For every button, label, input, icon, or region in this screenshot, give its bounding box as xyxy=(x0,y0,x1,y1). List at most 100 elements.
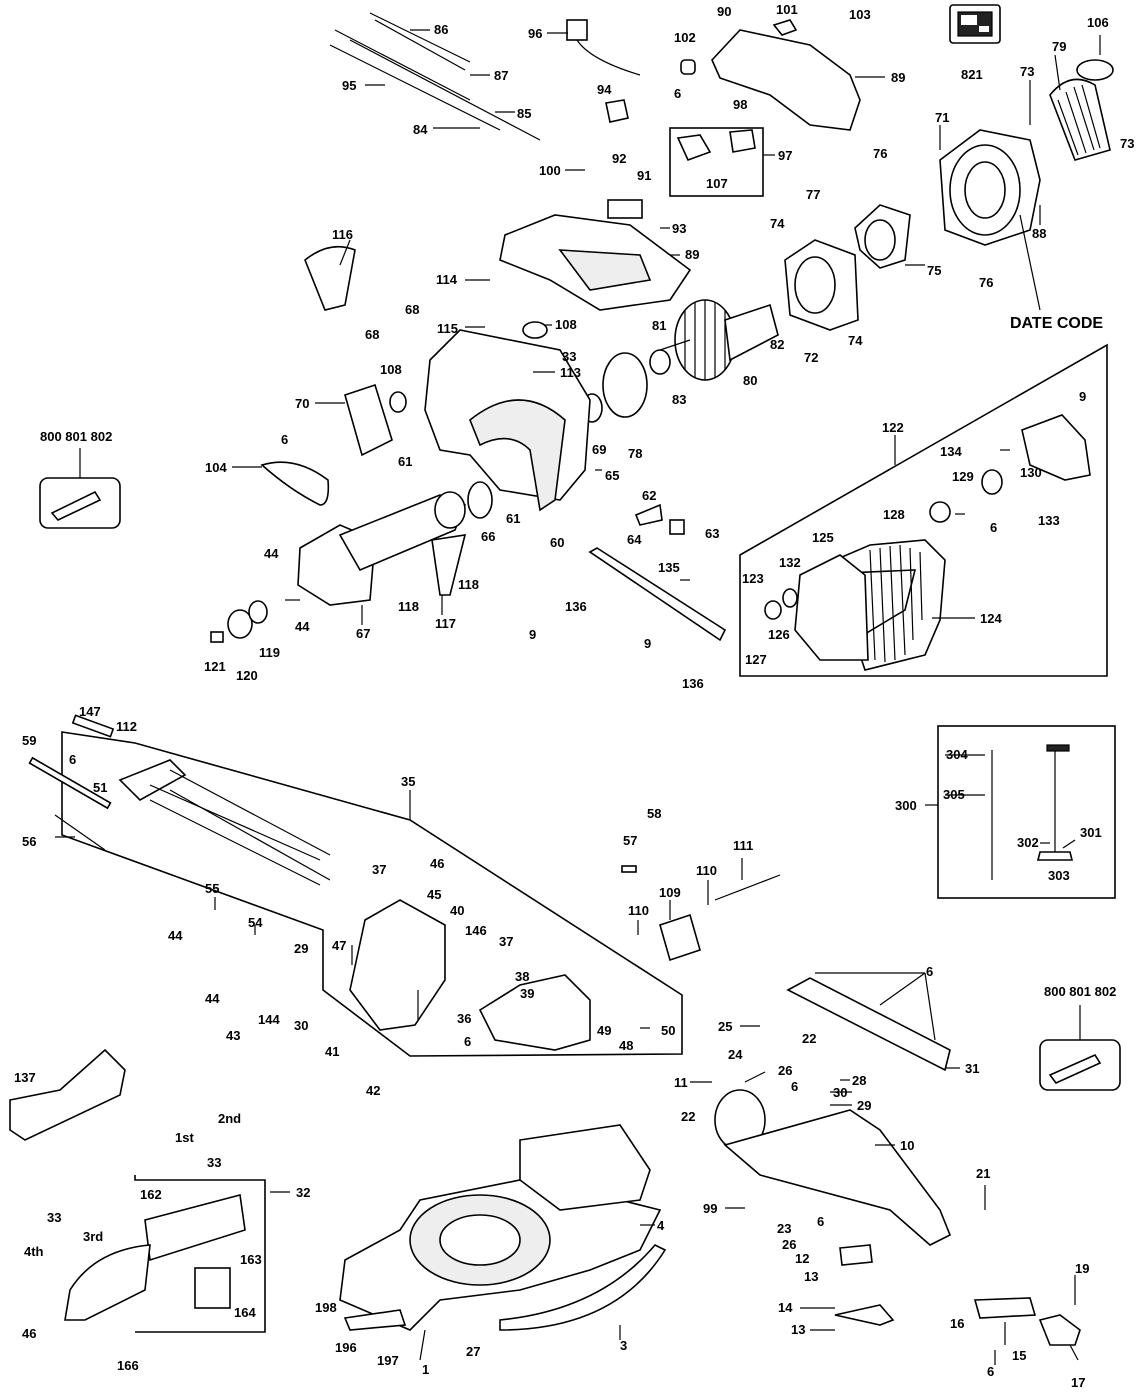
callout-198: 198 xyxy=(315,1300,337,1315)
cable-wires xyxy=(329,12,541,141)
callout-28: 28 xyxy=(852,1073,866,1088)
callout-13a: 13 xyxy=(804,1269,818,1284)
handle-housing-89 xyxy=(499,214,692,311)
callout-47: 47 xyxy=(332,938,346,953)
callout-78: 78 xyxy=(628,446,642,461)
callout-46b: 46 xyxy=(22,1326,36,1341)
callout-62: 62 xyxy=(642,488,656,503)
callout-119: 119 xyxy=(259,645,280,660)
callout-6a: 6 xyxy=(674,86,681,101)
callout-40: 40 xyxy=(450,903,464,918)
callout-126: 126 xyxy=(768,627,790,642)
accessory-right-icon xyxy=(1039,1039,1121,1091)
callout-38: 38 xyxy=(515,969,529,984)
callout-6e: 6 xyxy=(926,964,933,979)
callout-42: 42 xyxy=(366,1083,380,1098)
callout-67: 67 xyxy=(356,626,370,641)
armature-80 xyxy=(659,299,779,381)
callout-90: 90 xyxy=(717,4,731,19)
callout-26a: 26 xyxy=(778,1063,792,1078)
callout-114: 114 xyxy=(436,272,458,287)
callout-95: 95 xyxy=(342,78,356,93)
callout-91: 91 xyxy=(637,168,651,183)
callout-92: 92 xyxy=(612,151,626,166)
rod-147 xyxy=(71,714,115,738)
callout-109: 109 xyxy=(659,885,681,900)
callout-50: 50 xyxy=(661,1023,675,1038)
callout-107: 107 xyxy=(706,176,728,191)
callout-6g: 6 xyxy=(791,1079,798,1094)
callout-22b: 22 xyxy=(681,1109,695,1124)
callout-30a: 30 xyxy=(294,1018,308,1033)
callout-6d: 6 xyxy=(69,752,76,767)
callout-3: 3 xyxy=(620,1338,627,1353)
switch-plate-107 xyxy=(729,129,756,153)
lever-14 xyxy=(834,1304,895,1326)
callout-9c: 9 xyxy=(644,636,651,651)
flange-120 xyxy=(227,609,253,639)
callout-61b: 61 xyxy=(506,511,520,526)
accessory-left-icon xyxy=(39,477,121,529)
callout-136a: 136 xyxy=(565,599,587,614)
callout-25: 25 xyxy=(718,1019,732,1034)
callout-29b: 29 xyxy=(857,1098,871,1113)
callout-74b: 74 xyxy=(848,333,863,348)
callout-58: 58 xyxy=(647,806,661,821)
cover-knob xyxy=(772,19,798,36)
callout-23: 23 xyxy=(777,1221,791,1236)
callout-33b: 33 xyxy=(207,1155,221,1170)
callout-146: 146 xyxy=(465,923,487,938)
callout-79: 79 xyxy=(1052,39,1066,54)
callout-22a: 22 xyxy=(802,1031,816,1046)
callout-75: 75 xyxy=(927,263,941,278)
pin-57 xyxy=(621,865,637,873)
callout-4th: 4th xyxy=(24,1244,44,1259)
callout-72: 72 xyxy=(804,350,818,365)
callout-6c: 6 xyxy=(990,520,997,535)
knob-63 xyxy=(669,519,685,535)
callout-196: 196 xyxy=(335,1340,357,1355)
washer-119 xyxy=(248,600,268,624)
callout-73b: 73 xyxy=(1120,136,1134,151)
bracket-15 xyxy=(973,1297,1037,1319)
callout-116: 116 xyxy=(332,227,353,242)
callout-33a: 33 xyxy=(562,349,576,364)
wrench-135 xyxy=(588,547,727,642)
bracket-117 xyxy=(431,534,467,596)
switch-91 xyxy=(607,199,643,219)
callout-9a: 9 xyxy=(1079,389,1086,404)
spring-109 xyxy=(659,913,701,962)
washer-108b xyxy=(522,321,548,339)
callout-147: 147 xyxy=(79,704,101,719)
shaft-111 xyxy=(714,874,781,901)
callout-2nd: 2nd xyxy=(218,1111,241,1126)
handle-17 xyxy=(1038,1314,1081,1346)
callout-76b: 76 xyxy=(979,275,993,290)
callout-83: 83 xyxy=(672,392,686,407)
callout-87: 87 xyxy=(494,68,508,83)
callout-49: 49 xyxy=(597,1023,611,1038)
callout-305: 305 xyxy=(943,787,965,802)
callout-166: 166 xyxy=(117,1358,139,1373)
callout-82: 82 xyxy=(770,337,784,352)
callout-100: 100 xyxy=(539,163,561,178)
wrench-56 xyxy=(54,814,106,851)
rail-assembly-frame xyxy=(61,731,683,1057)
callout-301: 301 xyxy=(1080,825,1102,840)
callout-19: 19 xyxy=(1075,1261,1089,1276)
oring-66 xyxy=(467,481,493,519)
cap-116 xyxy=(304,245,356,311)
bolt-121 xyxy=(210,631,224,643)
callout-304: 304 xyxy=(946,747,968,762)
rails xyxy=(118,759,331,886)
callout-29a: 29 xyxy=(294,941,308,956)
rod-59 xyxy=(28,756,112,810)
callout-98: 98 xyxy=(733,97,747,112)
callout-128: 128 xyxy=(883,507,905,522)
callout-44a: 44 xyxy=(264,546,279,561)
callout-39: 39 xyxy=(520,986,534,1001)
clamp-knob xyxy=(1046,744,1070,752)
callout-51: 51 xyxy=(93,780,107,795)
callout-24: 24 xyxy=(728,1047,743,1062)
